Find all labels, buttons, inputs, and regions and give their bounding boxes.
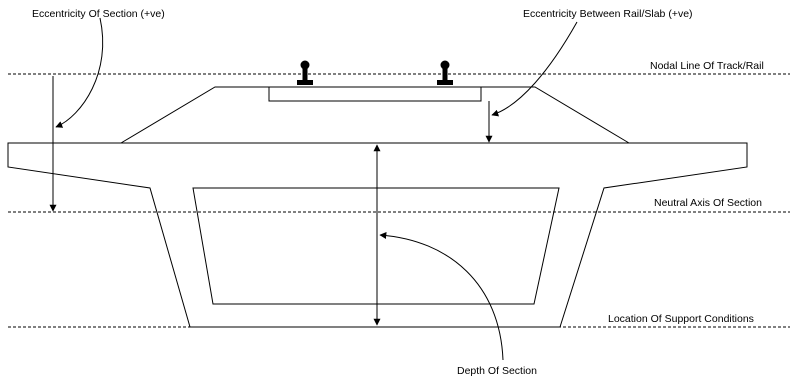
label-support-location: Location Of Support Conditions: [608, 313, 754, 325]
label-depth-of-section: Depth Of Section: [457, 365, 537, 377]
rail-right-icon: [437, 60, 453, 85]
depth-of-section-leader: [379, 231, 504, 361]
label-neutral-axis: Neutral Axis Of Section: [654, 197, 762, 209]
label-nodal-line: Nodal Line Of Track/Rail: [650, 60, 764, 72]
rail-left-icon: [297, 60, 313, 85]
girder-inner-void: [192, 187, 560, 305]
label-eccentricity-of-section: Eccentricity Of Section (+ve): [32, 8, 165, 20]
girder-outer-outline: [7, 142, 748, 328]
eccentricity-rail-slab-leader: [491, 21, 578, 117]
eccentricity-section-leader: [55, 17, 104, 128]
rail-slab: [268, 86, 482, 102]
label-eccentricity-between-rail-slab: Eccentricity Between Rail/Slab (+ve): [523, 8, 693, 20]
